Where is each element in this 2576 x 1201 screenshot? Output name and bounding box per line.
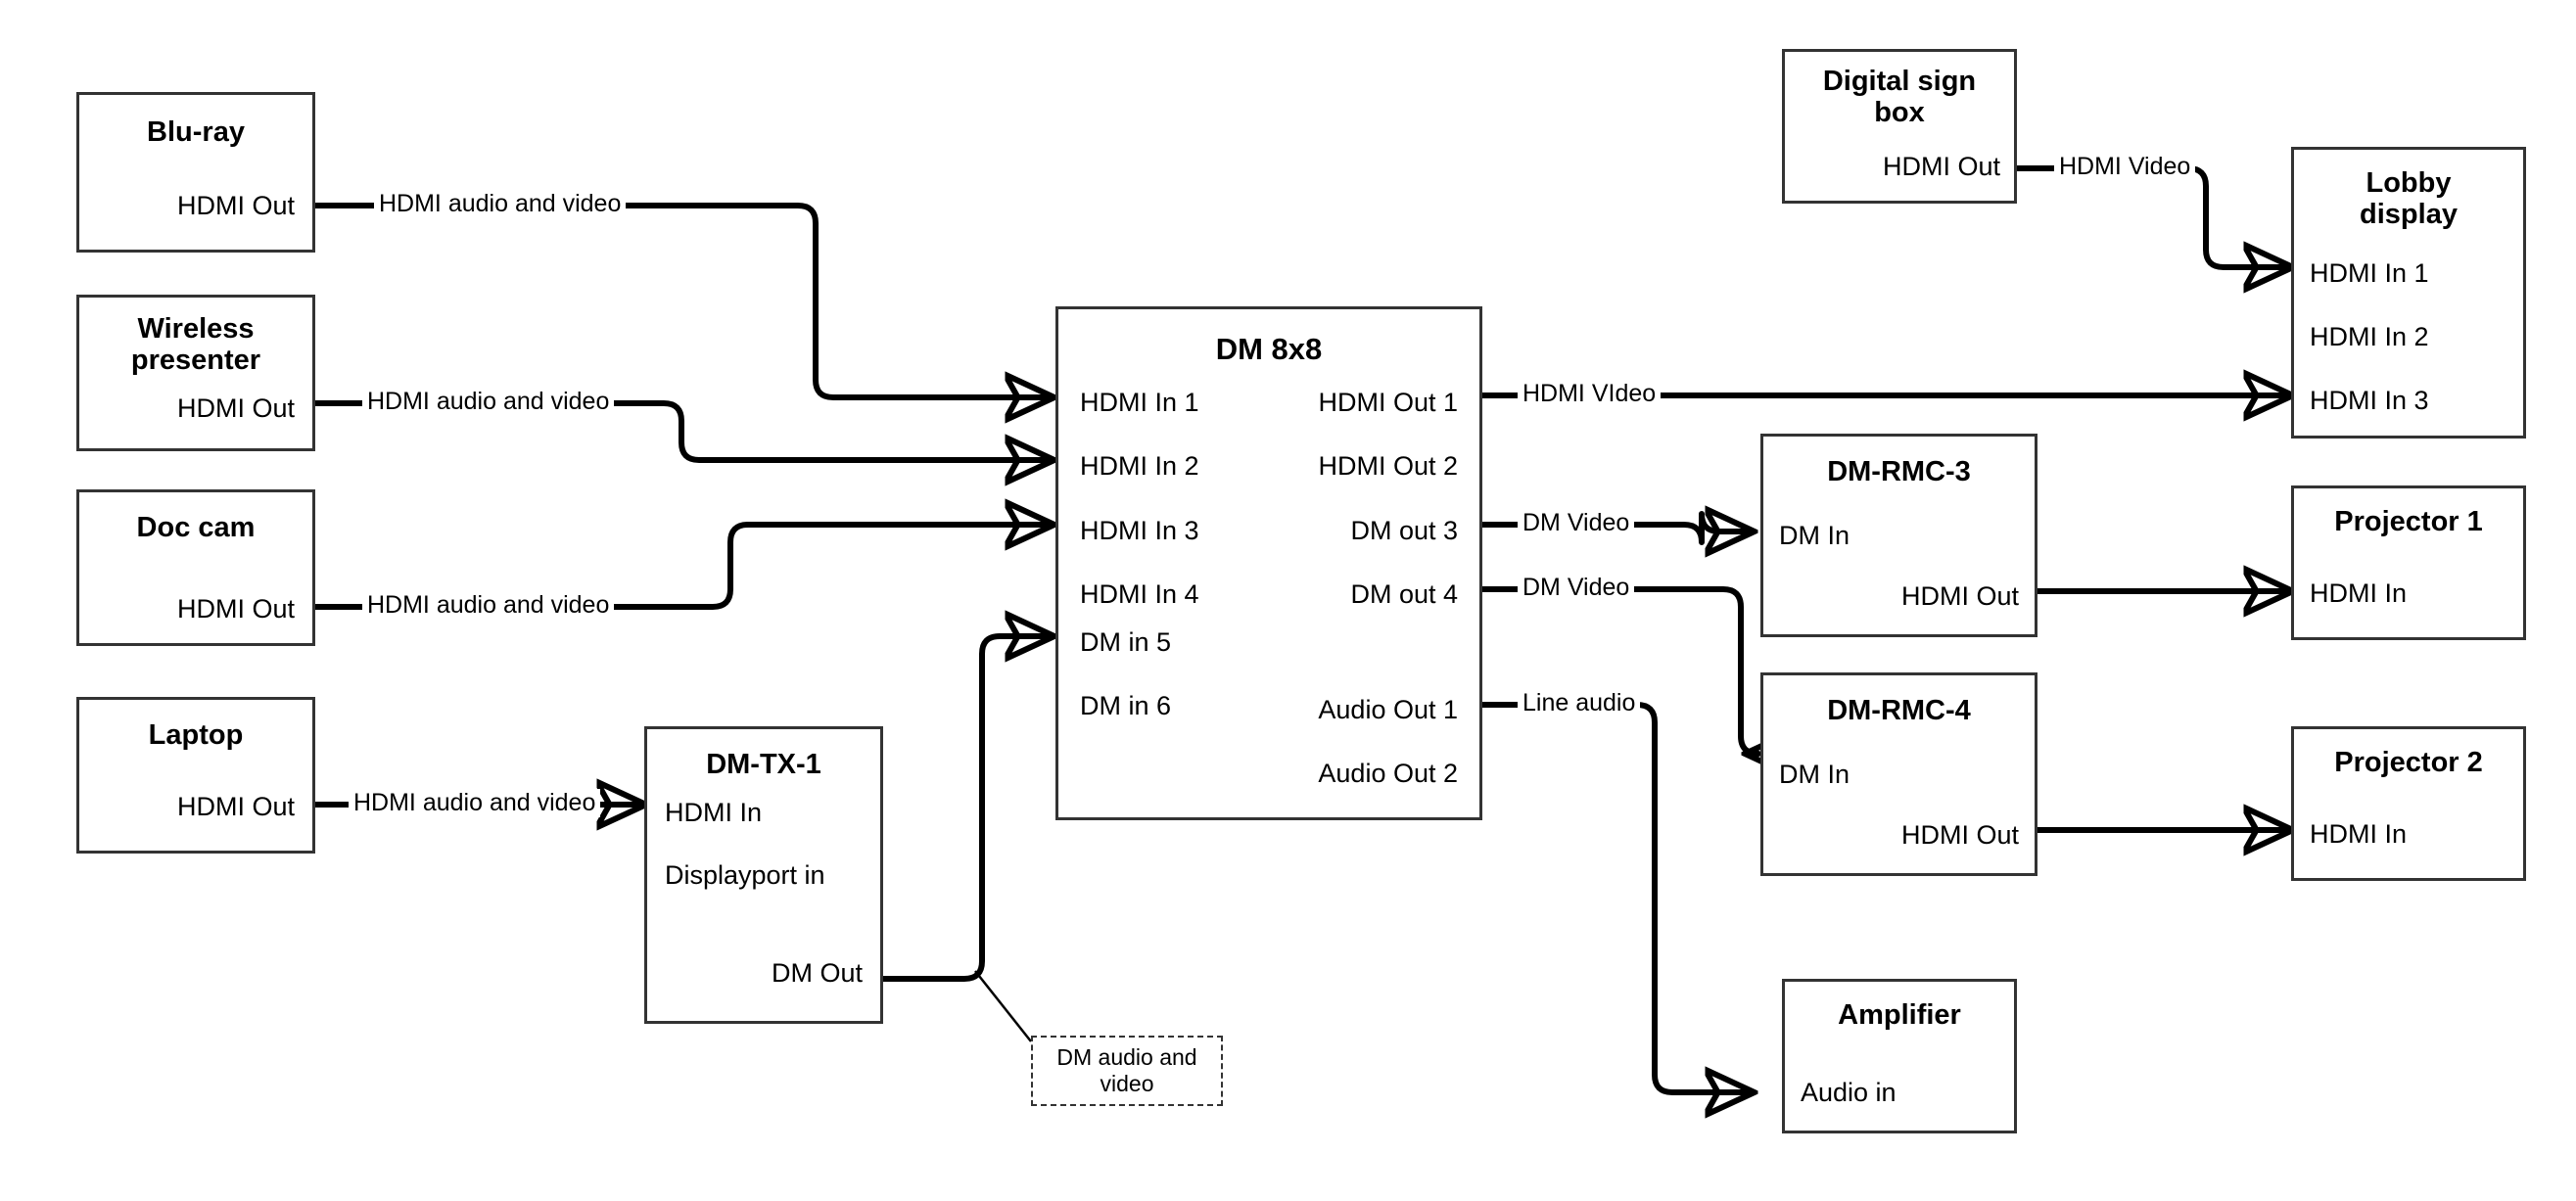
node-title: Laptop [148, 719, 244, 751]
wire-dmout4-to-rmc4 [1480, 586, 1758, 754]
port-hdmi-in-2[interactable]: HDMI In 2 [1080, 451, 1199, 481]
wire-dmout3-to-rmc3 [1480, 514, 1750, 542]
port-hdmi-out-2[interactable]: HDMI Out 2 [1318, 451, 1458, 481]
node-title: Lobby display [2360, 167, 2458, 231]
port-hdmi-out[interactable]: HDMI Out [176, 792, 295, 821]
port-hdmi-in-3[interactable]: HDMI In 3 [2310, 386, 2429, 415]
node-title: DM 8x8 [1215, 332, 1323, 366]
port-dm-in[interactable]: DM In [1779, 760, 1850, 789]
node-title: DM-RMC-4 [1827, 695, 1971, 726]
wire-signbox-to-lobby1 [2017, 165, 2288, 267]
edge-label-laptop-to-tx1: HDMI audio and video [349, 789, 601, 817]
node-title: Blu-ray [147, 116, 245, 148]
port-dm-out-4[interactable]: DM out 4 [1350, 579, 1458, 609]
node-lobby-display[interactable]: Lobby display HDMI In 1 HDMI In 2 HDMI I… [2291, 147, 2526, 439]
node-dm-8x8[interactable]: DM 8x8 HDMI In 1 HDMI In 2 HDMI In 3 HDM… [1055, 306, 1482, 820]
wire-tx1-to-dmin5 [881, 636, 1050, 982]
port-dm-out-3[interactable]: DM out 3 [1350, 516, 1458, 545]
port-hdmi-in[interactable]: HDMI In [2310, 819, 2408, 849]
port-hdmi-out[interactable]: HDMI Out [176, 191, 295, 220]
port-displayport-in[interactable]: Displayport in [665, 860, 825, 890]
leader-dm-audio-video-note [974, 970, 1032, 1042]
edge-label-dmout4-to-rmc4: DM Video [1518, 574, 1635, 602]
node-dm-tx-1[interactable]: DM-TX-1 HDMI In Displayport in DM Out [644, 726, 883, 1024]
node-dm-rmc-3[interactable]: DM-RMC-3 DM In HDMI Out [1760, 434, 2037, 637]
port-hdmi-in[interactable]: HDMI In [2310, 578, 2408, 608]
edge-label-hdmiout1-to-lobby3: HDMI VIdeo [1518, 380, 1662, 408]
node-title: Amplifier [1838, 999, 1961, 1031]
node-title: Projector 2 [2334, 747, 2483, 778]
node-doc-cam[interactable]: Doc cam HDMI Out [76, 489, 315, 646]
node-title: Projector 1 [2334, 506, 2483, 537]
callout-dm-audio-and-video: DM audio and video [1031, 1036, 1223, 1106]
node-title: Digital sign box [1822, 66, 1977, 129]
port-hdmi-in[interactable]: HDMI In [665, 798, 763, 827]
port-hdmi-in-4[interactable]: HDMI In 4 [1080, 579, 1199, 609]
wire-doccam-to-in3 [315, 525, 1050, 610]
port-audio-in[interactable]: Audio in [1801, 1078, 1897, 1107]
port-audio-out-1[interactable]: Audio Out 1 [1318, 695, 1458, 724]
port-hdmi-out[interactable]: HDMI Out [1900, 581, 2019, 611]
node-title: DM-TX-1 [706, 749, 821, 780]
node-title: DM-RMC-3 [1827, 456, 1971, 487]
port-dm-in-5[interactable]: DM in 5 [1080, 627, 1172, 657]
edge-label-signbox-to-lobby1: HDMI Video [2054, 153, 2196, 181]
port-audio-out-2[interactable]: Audio Out 2 [1318, 759, 1458, 788]
wire-audioout1-to-amp [1480, 702, 1750, 1092]
edge-label-wireless-to-in2: HDMI audio and video [362, 388, 615, 416]
node-laptop[interactable]: Laptop HDMI Out [76, 697, 315, 854]
port-hdmi-in-2[interactable]: HDMI In 2 [2310, 322, 2429, 351]
port-hdmi-out[interactable]: HDMI Out [1882, 152, 2000, 181]
node-projector-2[interactable]: Projector 2 HDMI In [2291, 726, 2526, 881]
node-amplifier[interactable]: Amplifier Audio in [1782, 979, 2017, 1133]
node-dm-rmc-4[interactable]: DM-RMC-4 DM In HDMI Out [1760, 672, 2037, 876]
node-title: Doc cam [136, 512, 256, 543]
port-hdmi-out[interactable]: HDMI Out [176, 594, 295, 624]
wire-bluray-to-in1 [315, 203, 1050, 397]
wire-wireless-to-in2 [315, 400, 1050, 460]
edge-label-bluray-to-in1: HDMI audio and video [374, 190, 627, 218]
port-hdmi-in-1[interactable]: HDMI In 1 [1080, 388, 1199, 417]
node-projector-1[interactable]: Projector 1 HDMI In [2291, 485, 2526, 640]
edge-label-audioout1-to-amp: Line audio [1518, 689, 1641, 717]
edge-label-doccam-to-in3: HDMI audio and video [362, 591, 615, 620]
node-digital-sign-box[interactable]: Digital sign box HDMI Out [1782, 49, 2017, 204]
node-wireless-presenter[interactable]: Wireless presenter HDMI Out [76, 295, 315, 451]
port-hdmi-in-1[interactable]: HDMI In 1 [2310, 258, 2429, 288]
node-title: Wireless presenter [130, 313, 261, 377]
edge-label-dmout3-to-rmc3: DM Video [1518, 509, 1635, 537]
port-dm-out[interactable]: DM Out [771, 958, 863, 988]
port-hdmi-out[interactable]: HDMI Out [1900, 820, 2019, 850]
port-dm-in-6[interactable]: DM in 6 [1080, 691, 1172, 720]
port-dm-in[interactable]: DM In [1779, 521, 1850, 550]
port-hdmi-out-1[interactable]: HDMI Out 1 [1318, 388, 1458, 417]
port-hdmi-in-3[interactable]: HDMI In 3 [1080, 516, 1199, 545]
port-hdmi-out[interactable]: HDMI Out [176, 393, 295, 423]
node-bluray[interactable]: Blu-ray HDMI Out [76, 92, 315, 253]
